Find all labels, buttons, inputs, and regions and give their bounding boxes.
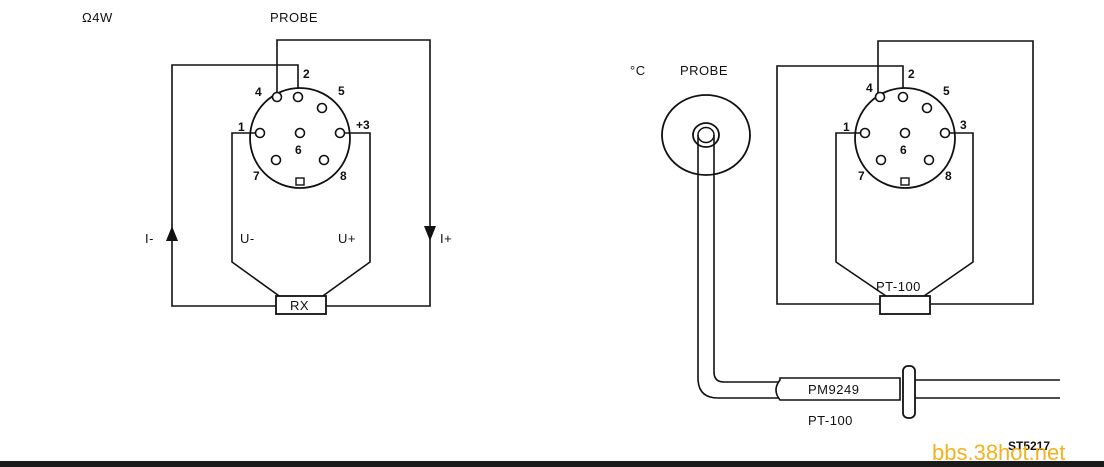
sensor-label: PT-100	[876, 279, 921, 294]
connector-key	[295, 177, 305, 186]
left-diagram: Ω4W PROBE 1 2 +3 4 5 6 7 8 RX I- I+	[82, 10, 452, 315]
sensor-loop-wire	[877, 40, 1034, 305]
probe-collar	[902, 365, 916, 419]
left-mode-label: Ω4W	[82, 10, 113, 25]
pin-label-4-right: 4	[866, 81, 873, 95]
watermark-text: bbs.38hot.net	[932, 440, 1065, 465]
probe-shaft	[915, 379, 1060, 399]
probe-type-label: PT-100	[808, 413, 853, 428]
current-loop-wire-left	[171, 64, 299, 307]
pin-label-2-right: 2	[908, 67, 915, 81]
pin-hole-6-right	[899, 127, 911, 139]
probe-plug-socket-inner	[697, 126, 715, 144]
pin-label-7: 7	[253, 169, 260, 183]
arrow-down-icon	[424, 226, 436, 241]
pin-hole-8-right	[923, 154, 935, 166]
pin-hole-7	[270, 154, 282, 166]
figure-code: ST5217	[1008, 439, 1050, 453]
pin-hole-3-right	[939, 127, 951, 139]
pin-label-6: 6	[295, 143, 302, 157]
probe-cable-outer	[697, 135, 780, 399]
pin-label-4: 4	[255, 85, 262, 99]
pin-hole-6	[294, 127, 306, 139]
right-diagram: °C PROBE 1 2 3 4 5 6 7 8 PT-100	[630, 40, 1060, 428]
sensor-loop-wire-left	[776, 65, 904, 305]
pin-label-8-right: 8	[945, 169, 952, 183]
pin-hole-4-right	[874, 91, 886, 103]
left-probe-title: PROBE	[270, 10, 318, 25]
bottom-bar	[0, 461, 1104, 467]
resistor-label: RX	[290, 298, 309, 313]
pin-hole-7-right	[875, 154, 887, 166]
pin-label-5: 5	[338, 84, 345, 98]
pin-hole-2	[292, 91, 304, 103]
pin-hole-5	[316, 102, 328, 114]
pin-label-3-right: 3	[960, 118, 967, 132]
pin-label-8: 8	[340, 169, 347, 183]
probe-body	[775, 377, 901, 401]
sense-wire-left	[835, 132, 887, 297]
right-mode-label: °C	[630, 63, 646, 78]
pin-hole-5-right	[921, 102, 933, 114]
pin-hole-1	[254, 127, 266, 139]
pin-label-1-right: 1	[843, 120, 850, 134]
current-minus-label: I-	[145, 231, 154, 246]
voltage-plus-wire	[319, 132, 371, 299]
probe-model-label: PM9249	[808, 382, 859, 397]
pin-label-1: 1	[238, 120, 245, 134]
probe-cable-inner	[713, 135, 780, 383]
current-plus-label: I+	[440, 231, 452, 246]
pin-hole-8	[318, 154, 330, 166]
pin-label-6-right: 6	[900, 143, 907, 157]
pin-hole-1-right	[859, 127, 871, 139]
pin-hole-3	[334, 127, 346, 139]
arrow-up-icon	[166, 226, 178, 241]
voltage-plus-label: U+	[338, 231, 356, 246]
voltage-minus-label: U-	[240, 231, 255, 246]
pin-label-7-right: 7	[858, 169, 865, 183]
voltage-minus-wire	[231, 132, 283, 299]
pin-label-3: +3	[356, 118, 370, 132]
right-probe-title: PROBE	[680, 63, 728, 78]
pin-label-5-right: 5	[943, 84, 950, 98]
resistor-rx	[275, 295, 327, 315]
current-loop-wire	[276, 39, 431, 307]
connector-key-right	[900, 177, 910, 186]
pin-hole-4	[271, 91, 283, 103]
pt100-element	[879, 295, 931, 315]
pin-label-2: 2	[303, 67, 310, 81]
pin-hole-2-right	[897, 91, 909, 103]
sense-wire-right	[923, 132, 974, 297]
